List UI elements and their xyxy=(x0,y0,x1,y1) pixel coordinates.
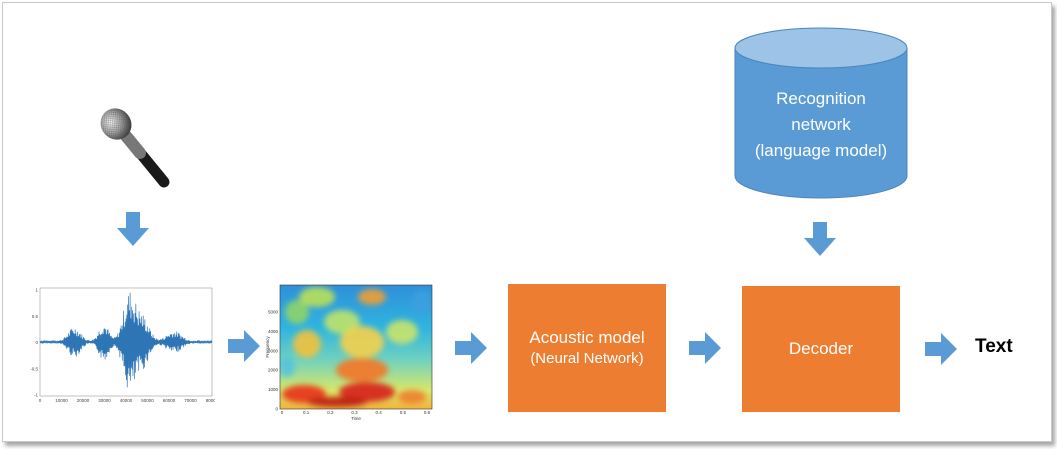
right-arrow-acoustic xyxy=(689,332,721,364)
spectrogram-ylabel: Frequency xyxy=(265,336,270,358)
waveform-x-tick: 20000 xyxy=(77,398,90,403)
waveform-signal xyxy=(39,292,213,388)
waveform-x-tick: 80000 xyxy=(206,398,215,403)
recognition-network-line2: network xyxy=(791,115,851,134)
waveform-x-tick: 30000 xyxy=(98,398,111,403)
spectrogram-xlabel: Time xyxy=(351,416,361,421)
right-arrow-decoder xyxy=(925,333,957,365)
waveform-x-tick: 40000 xyxy=(120,398,133,403)
recognition-network-line1: Recognition xyxy=(776,89,866,108)
spectrogram-x-tick: 0 xyxy=(281,410,284,415)
waveform-plot: 1 0.5 0 -0.5 -1 0 10000 20000 30000 40000 50000 60… xyxy=(30,288,215,404)
right-arrow-waveform xyxy=(228,330,260,362)
spectrogram-x-tick: 0.6 xyxy=(424,410,431,415)
recognition-network-line3: (language model) xyxy=(754,141,888,160)
spectrogram-x-tick: 0.2 xyxy=(327,410,334,415)
acoustic-model-sublabel: (Neural Network) xyxy=(530,350,644,367)
waveform-x-tick: 50000 xyxy=(141,398,154,403)
waveform-x-tick: 60000 xyxy=(163,398,176,403)
waveform-x-tick: 0 xyxy=(39,398,42,403)
acoustic-model-label: Acoustic model xyxy=(529,328,645,347)
spectrogram-y-tick: 5000 xyxy=(268,310,279,315)
down-arrow-mic xyxy=(117,212,149,246)
recognition-network-label: Recognition network (language model) xyxy=(736,86,906,164)
waveform-x-tick: 70000 xyxy=(184,398,197,403)
spectrogram-x-tick: 0.5 xyxy=(400,410,407,415)
spectrogram-y-tick: 2000 xyxy=(268,368,279,373)
decoder-box: Decoder xyxy=(742,286,900,412)
spectrogram-plot: 5000 4000 3000 2000 1000 0 0 0.1 0.2 0.3 0.4 0.5 0.… xyxy=(265,284,433,421)
recognition-network-cylinder xyxy=(734,27,908,199)
down-arrow-recognition xyxy=(804,222,836,256)
waveform-y-tick: -0.5 xyxy=(30,366,38,371)
spectrogram-y-tick: 1000 xyxy=(268,387,279,392)
waveform-y-tick: 0 xyxy=(35,340,38,345)
acoustic-model-box: Acoustic model (Neural Network) xyxy=(508,284,666,412)
microphone-icon xyxy=(100,108,170,188)
spectrogram-y-tick: 3000 xyxy=(268,348,279,353)
right-arrow-spectrogram xyxy=(455,332,487,364)
waveform-y-tick: 0.5 xyxy=(32,314,39,319)
decoder-label: Decoder xyxy=(788,339,854,358)
spectrogram-y-tick: 0 xyxy=(275,407,278,412)
spectrogram-y-tick: 4000 xyxy=(268,329,279,334)
spectrogram-x-tick: 0.3 xyxy=(351,410,358,415)
waveform-x-tick: 10000 xyxy=(55,398,68,403)
output-text-label: Text xyxy=(975,336,1013,357)
waveform-y-tick: 1 xyxy=(35,288,38,293)
spectrogram-x-tick: 0.1 xyxy=(303,410,310,415)
waveform-y-tick: -1 xyxy=(34,393,38,398)
spectrogram-x-tick: 0.4 xyxy=(376,410,383,415)
